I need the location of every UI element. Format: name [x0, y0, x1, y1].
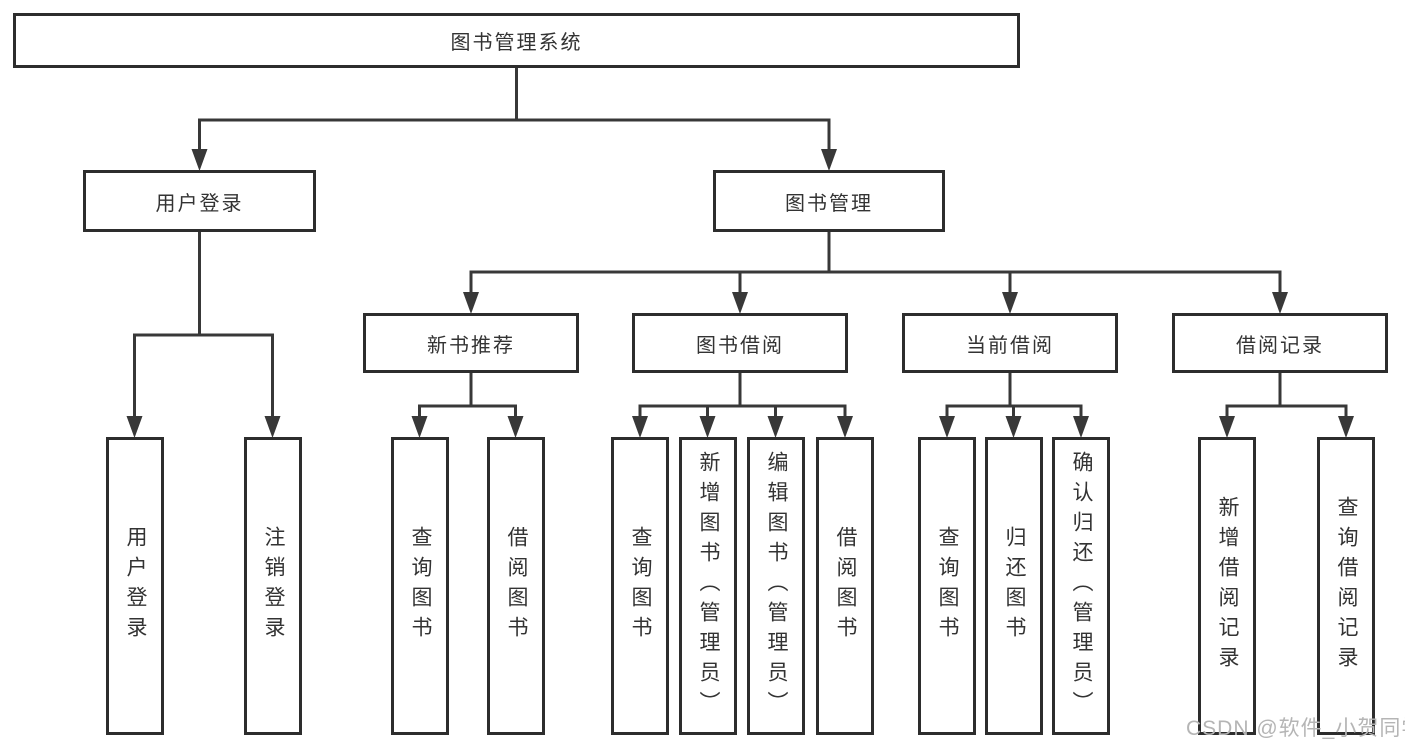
leaf-borrow-edit-books-admin: 编辑图书（管理员） — [747, 437, 805, 735]
edges-new-book-recommend — [418, 373, 517, 417]
node-user-login-label: 用户登录 — [155, 192, 244, 215]
edges-current-borrow — [945, 373, 1083, 417]
leaf-newbook-borrow-books-label: 借阅图书 — [505, 526, 528, 646]
leaf-records-add-record: 新增借阅记录 — [1198, 437, 1256, 735]
node-root-label: 图书管理系统 — [450, 32, 583, 54]
node-book-borrow-label: 图书借阅 — [696, 334, 784, 357]
arrow-to-borrow-records — [1272, 292, 1288, 314]
leaf-user-login-label: 用户登录 — [124, 526, 147, 646]
node-book-borrow: 图书借阅 — [632, 313, 848, 373]
leaf-borrow-borrow-books-label: 借阅图书 — [834, 526, 857, 646]
arrow-to-leaf-user-login — [126, 416, 143, 438]
arrow-to-rec-add — [1219, 416, 1235, 438]
leaf-newbook-query-books: 查询图书 — [391, 437, 449, 735]
node-current-borrow: 当前借阅 — [902, 313, 1118, 373]
edges-book-borrow — [638, 373, 847, 417]
arrow-to-leaf-logout — [264, 416, 281, 438]
node-borrow-records: 借阅记录 — [1172, 313, 1388, 373]
arrow-to-bb-add — [699, 416, 716, 438]
arrow-to-bb-query — [632, 416, 648, 438]
node-book-management: 图书管理 — [713, 170, 945, 232]
arrow-to-nb-query — [411, 416, 428, 438]
leaf-user-login: 用户登录 — [106, 437, 164, 735]
leaf-borrow-edit-books-admin-label: 编辑图书（管理员） — [765, 451, 788, 721]
arrow-to-new-book-recommend — [463, 292, 479, 314]
leaf-current-return-books-label: 归还图书 — [1003, 526, 1026, 646]
arrowheads-book-management — [463, 292, 1288, 314]
arrow-to-current-borrow — [1002, 292, 1018, 314]
leaf-current-confirm-return-admin-label: 确认归还（管理员） — [1070, 451, 1093, 721]
arrow-to-bb-edit — [767, 416, 784, 438]
leaf-records-add-record-label: 新增借阅记录 — [1216, 496, 1239, 676]
arrow-to-cb-return — [1005, 416, 1022, 438]
csdn-watermark: CSDN @软件_小贺同学 — [1186, 717, 1405, 740]
arrowheads-root — [191, 149, 837, 171]
leaf-borrow-borrow-books: 借阅图书 — [816, 437, 874, 735]
arrow-to-bb-borrow — [837, 416, 853, 438]
node-root: 图书管理系统 — [13, 13, 1020, 68]
leaf-records-query-record: 查询借阅记录 — [1317, 437, 1375, 735]
edges-user-login — [133, 232, 274, 417]
edges-borrow-records — [1225, 373, 1348, 417]
leaf-newbook-borrow-books: 借阅图书 — [487, 437, 545, 735]
node-new-book-recommend-label: 新书推荐 — [427, 334, 515, 357]
leaf-current-query-books-label: 查询图书 — [936, 526, 959, 646]
leaf-current-return-books: 归还图书 — [985, 437, 1043, 735]
leaf-logout-login: 注销登录 — [244, 437, 302, 735]
arrow-to-book-management — [821, 149, 837, 171]
arrow-to-cb-query — [939, 416, 955, 438]
node-book-management-label: 图书管理 — [785, 192, 873, 215]
leaf-logout-login-label: 注销登录 — [262, 526, 285, 646]
edges-book-management — [469, 232, 1282, 292]
leaf-current-query-books: 查询图书 — [918, 437, 976, 735]
leaf-borrow-add-books-admin-label: 新增图书（管理员） — [697, 451, 720, 721]
arrow-to-user-login — [191, 149, 208, 171]
arrowheads-new-book-recommend — [411, 416, 524, 438]
arrowheads-book-borrow — [632, 416, 853, 438]
node-current-borrow-label: 当前借阅 — [966, 334, 1054, 357]
leaf-current-confirm-return-admin: 确认归还（管理员） — [1052, 437, 1110, 735]
leaf-borrow-query-books-label: 查询图书 — [629, 526, 652, 646]
arrow-to-nb-borrow — [507, 416, 524, 438]
leaf-newbook-query-books-label: 查询图书 — [409, 526, 432, 646]
arrow-to-rec-query — [1338, 416, 1354, 438]
arrowheads-current-borrow — [939, 416, 1089, 438]
node-user-login: 用户登录 — [83, 170, 316, 232]
arrowheads-borrow-records — [1219, 416, 1354, 438]
leaf-borrow-add-books-admin: 新增图书（管理员） — [679, 437, 737, 735]
node-borrow-records-label: 借阅记录 — [1236, 334, 1324, 357]
arrow-to-cb-confirm — [1073, 416, 1089, 438]
leaf-records-query-record-label: 查询借阅记录 — [1335, 496, 1358, 676]
node-new-book-recommend: 新书推荐 — [363, 313, 579, 373]
arrowheads-user-login — [126, 416, 281, 438]
arrow-to-book-borrow — [732, 292, 748, 314]
edges-root — [198, 68, 831, 150]
leaf-borrow-query-books: 查询图书 — [611, 437, 669, 735]
